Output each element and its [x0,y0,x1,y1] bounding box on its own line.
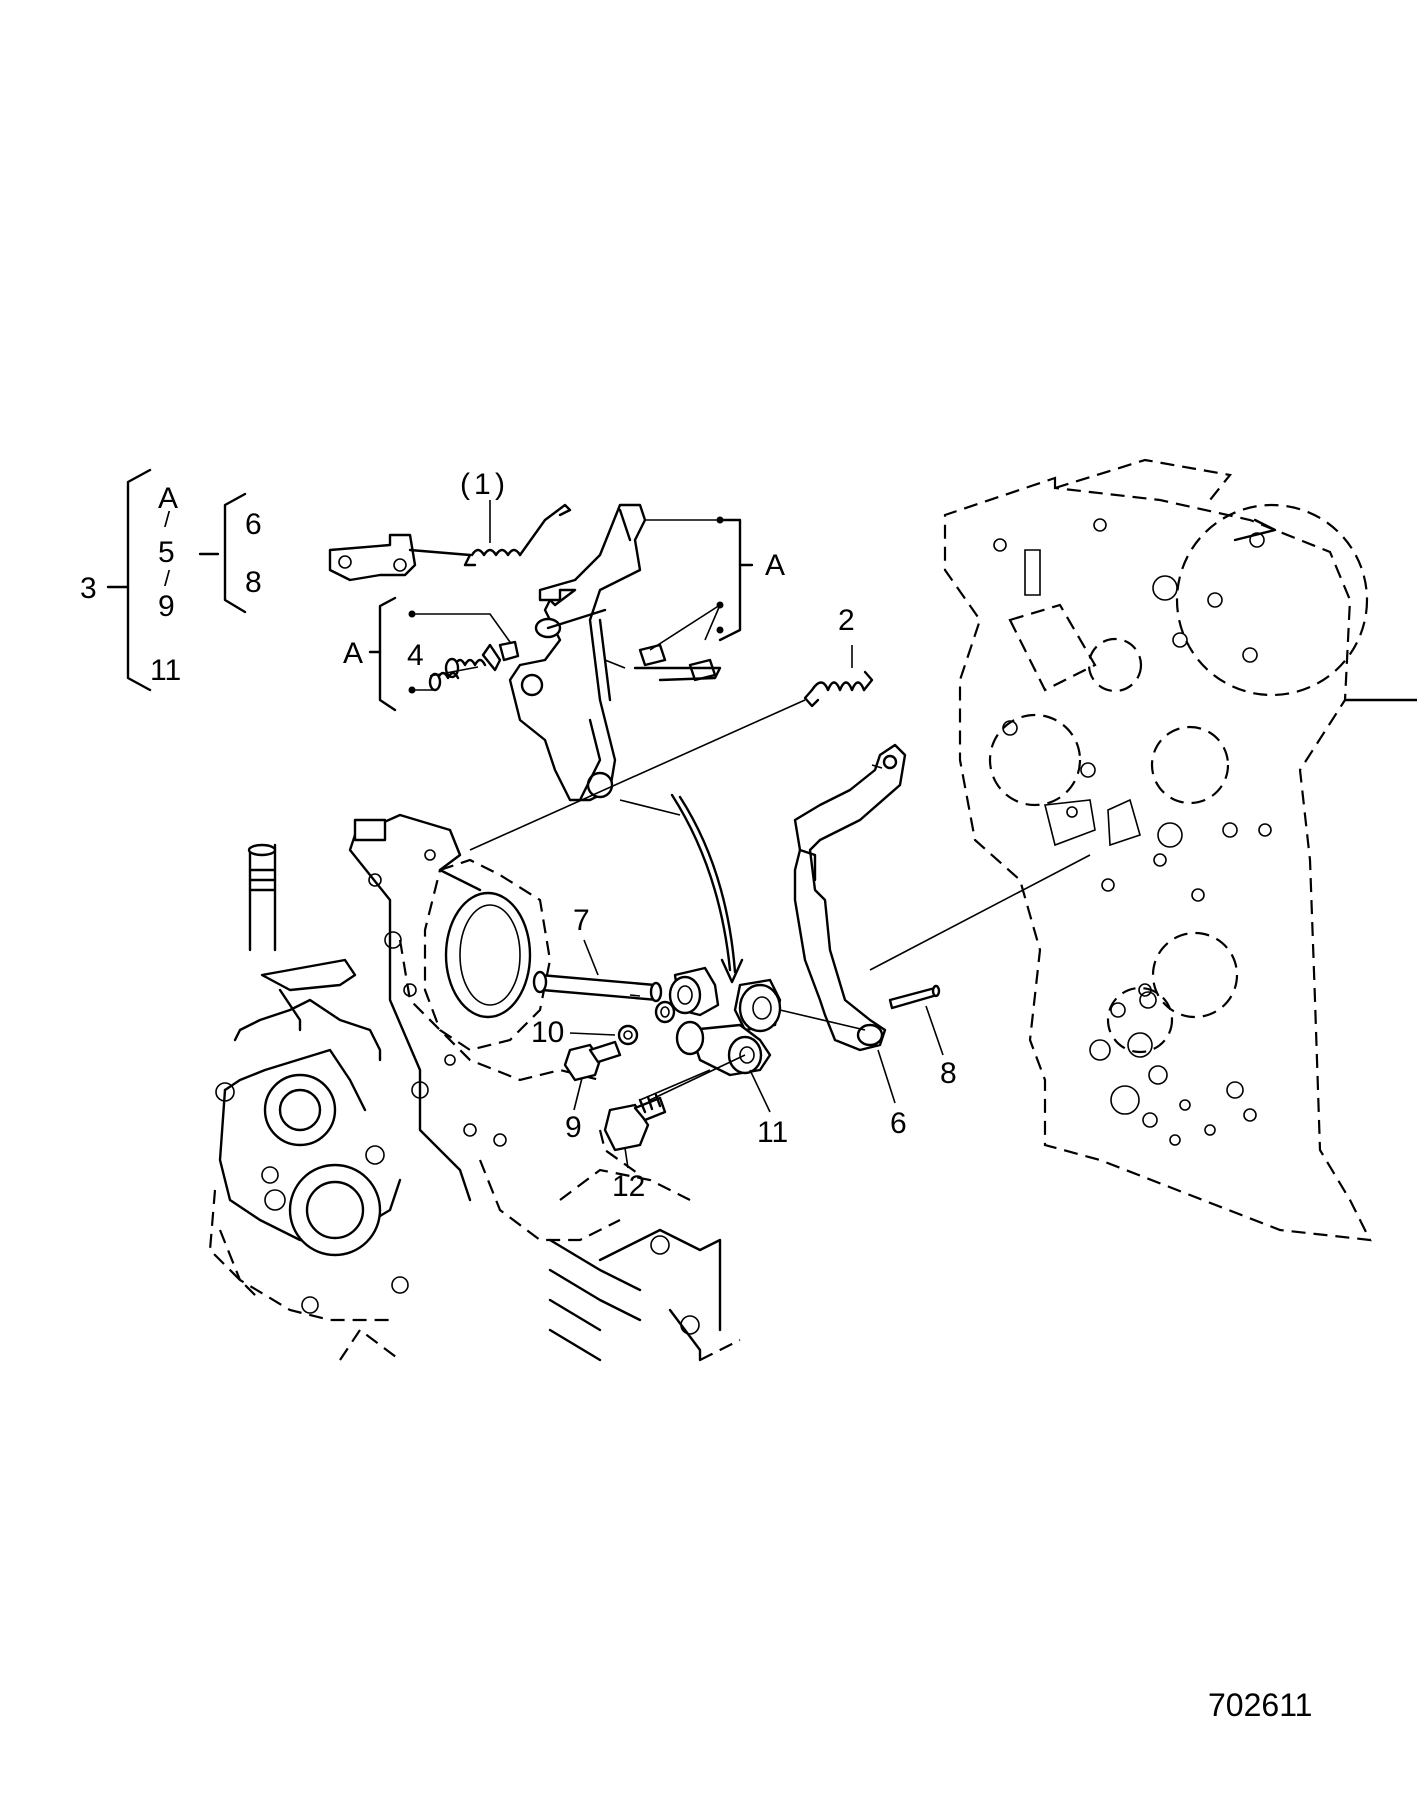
part-9-bolt [563,1040,622,1082]
callout-11: 11 [757,1116,788,1149]
callout-10: 10 [531,1016,564,1049]
part-6-lever-arm [793,743,907,1052]
callout-7: 7 [573,904,590,937]
engine-block-right [943,458,1417,1242]
part-7-shaft [532,970,663,1003]
kit-3-item-5: 5 [158,536,175,569]
timing-case-housing [208,813,741,1362]
callout-1: 1 [474,468,491,501]
kit-3-item-a: A [158,482,178,515]
callout-8: 8 [940,1057,957,1090]
part-11-roller-assembly [617,966,782,1077]
callout-6: 6 [890,1107,907,1140]
callouts: ( 1 ) 2 4 7 10 9 12 11 6 8 [407,468,957,1203]
part-12-bolt [598,1093,667,1176]
part-1-spring-bracket [328,503,572,582]
callout-1-paren-right: ) [495,468,505,501]
kit-3-item-9: 9 [158,590,175,623]
kit-3-separator-2: / [164,566,171,591]
part-4-pins-and-springs [428,640,722,692]
callout-2: 2 [838,604,855,637]
kit-3-separator-1: / [164,507,171,532]
kit-5-item-6: 6 [245,508,262,541]
governor-fork-lever [508,503,647,802]
callout-1-paren-left: ( [460,468,470,501]
assembly-lines [469,699,1091,1101]
part-8-pin [888,984,941,1010]
callout-4: 4 [407,639,424,672]
kit-5-item-8: 8 [245,566,262,599]
callout-9: 9 [565,1111,582,1144]
part-2-spring [803,645,874,708]
callout-a-right: A [765,549,785,582]
drawing-reference-number: 702611 [1208,1687,1312,1723]
kit-3-number: 3 [80,572,97,605]
callout-a-left: A [343,637,363,670]
kit-legend: 3 A / 5 / 9 11 6 8 [80,468,262,692]
kit-a-brackets: A A [343,516,785,712]
kit-3-item-11: 11 [150,654,181,687]
callout-12: 12 [612,1170,645,1203]
